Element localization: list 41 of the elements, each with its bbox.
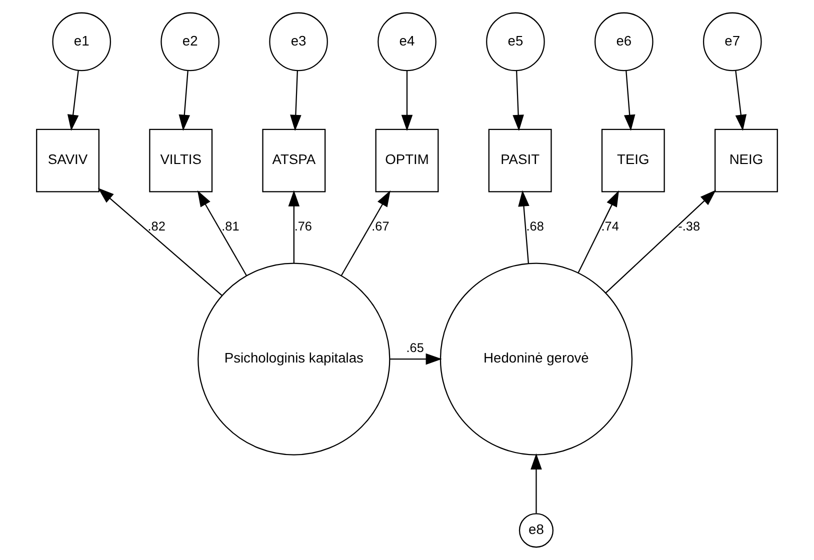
node-circle: e2	[160, 12, 220, 72]
edge-label: -.38	[678, 220, 700, 234]
node-box: OPTIM	[375, 128, 439, 192]
edge-label: .82	[148, 220, 166, 234]
arrow	[67, 70, 79, 131]
node-circle: Hedoninė gerovė	[440, 262, 633, 456]
arrow	[578, 190, 619, 274]
arrow	[340, 190, 390, 276]
arrow	[512, 70, 524, 132]
edge-label: .68	[526, 220, 544, 234]
node-circle: e7	[702, 12, 762, 72]
arrow	[605, 190, 716, 294]
arrow	[197, 190, 247, 276]
edge-label: .65	[406, 340, 424, 355]
arrow	[518, 190, 530, 264]
node-box: ATSPA	[262, 128, 326, 192]
arrow	[401, 70, 413, 132]
edge-label: .67	[372, 220, 390, 234]
arrow	[98, 188, 222, 296]
edge-label: .74	[601, 220, 619, 234]
node-circle: e4	[378, 12, 436, 72]
node-box: NEIG	[714, 128, 778, 192]
node-circle: e3	[269, 12, 328, 72]
node-box: VILTIS	[149, 128, 213, 192]
node-box: PASIT	[488, 128, 552, 192]
arrow	[624, 70, 636, 131]
node-circle: e5	[486, 12, 545, 72]
node-circle: Psichologinis kapitalas	[198, 262, 390, 456]
node-circle: e1	[52, 12, 112, 72]
edge-label: .76	[294, 220, 312, 234]
arrow	[290, 70, 302, 132]
node-circle: e6	[594, 12, 654, 72]
node-box: SAVIV	[36, 128, 100, 192]
arrow	[735, 70, 747, 131]
arrow	[178, 70, 190, 131]
node-box: TEIG	[601, 128, 665, 192]
arrow	[530, 453, 542, 514]
edge-label: .81	[222, 220, 240, 234]
arrow	[288, 190, 300, 264]
arrow	[390, 353, 442, 365]
node-circle: e8	[518, 513, 554, 548]
